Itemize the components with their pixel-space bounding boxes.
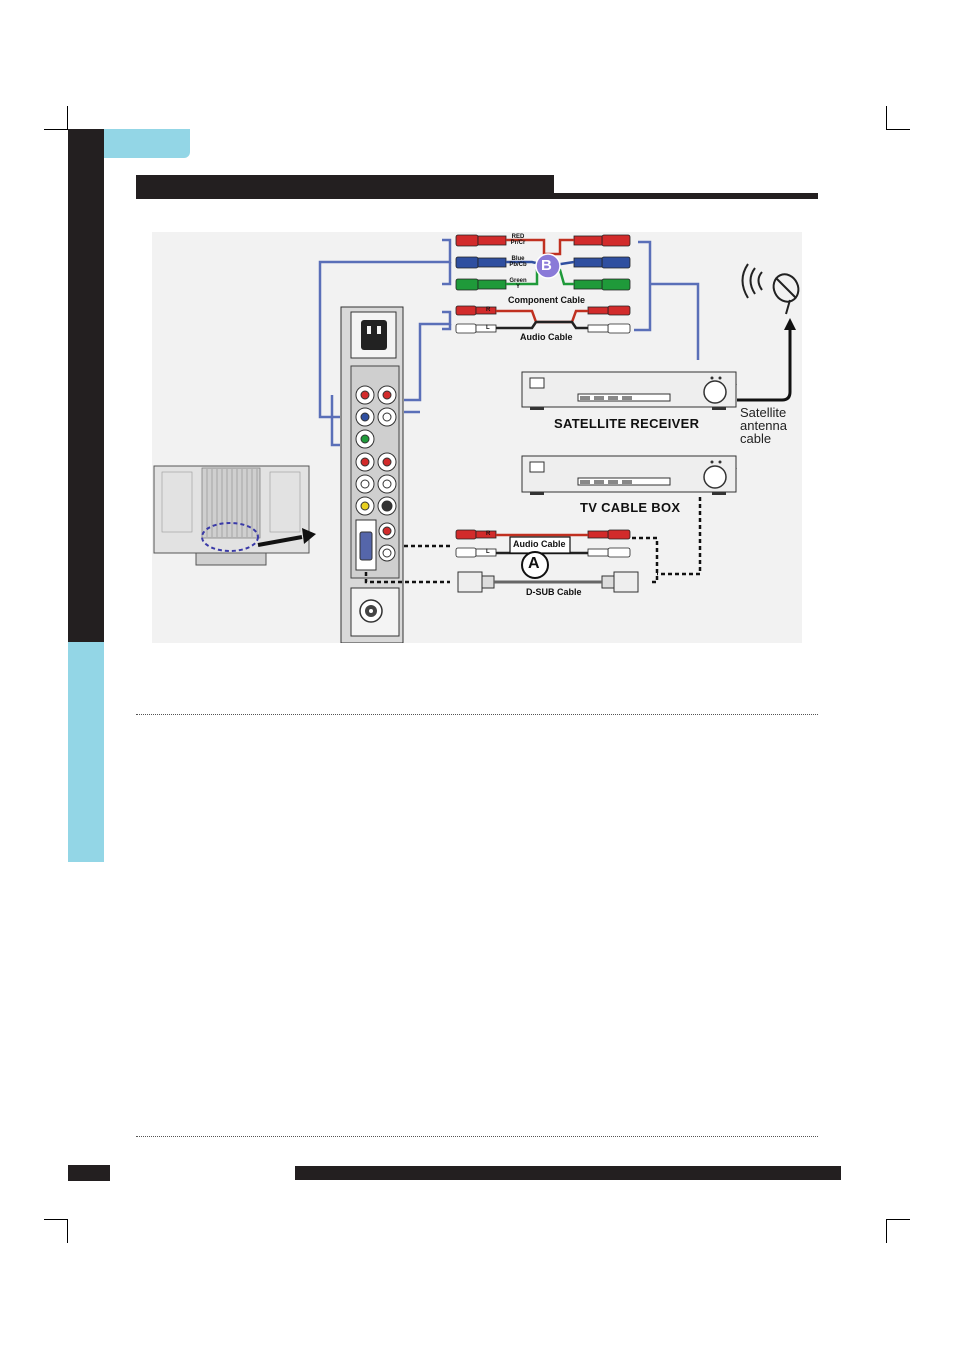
separator-bottom xyxy=(136,1136,818,1137)
crop-mark-bl-h xyxy=(44,1219,68,1220)
crop-mark-tr-v xyxy=(886,106,887,130)
footer-page-block xyxy=(68,1165,110,1181)
side-bar-light xyxy=(68,642,104,862)
audio-r-top: R xyxy=(486,307,490,313)
connector-panel xyxy=(341,307,403,643)
plug-label-blue-line2: Pb/Cb xyxy=(509,262,526,268)
crop-mark-br-v xyxy=(886,1219,887,1243)
audio-cable-top-wires xyxy=(496,311,588,328)
crop-mark-tr-h xyxy=(886,129,910,130)
crop-mark-br-h xyxy=(886,1219,910,1220)
audio-cable-top-label: Audio Cable xyxy=(520,332,573,342)
dsub-cable-label: D-SUB Cable xyxy=(526,587,582,597)
component-cable-label: Component Cable xyxy=(508,295,585,305)
crop-mark-bl-v xyxy=(67,1219,68,1243)
header-bar-thick xyxy=(136,175,554,199)
tv-cable-box-label: TV CABLE BOX xyxy=(580,500,680,515)
marker-a: A xyxy=(528,555,540,573)
satellite-receiver-device xyxy=(522,372,736,410)
antenna-cable xyxy=(737,327,790,400)
antenna-cable-arrow xyxy=(784,318,796,330)
audio-cable-bottom-label: Audio Cable xyxy=(513,539,566,549)
satellite-dish xyxy=(743,264,803,314)
satellite-cable-label-line3: cable xyxy=(740,432,771,445)
separator-top xyxy=(136,714,818,715)
tv-cable-box-device xyxy=(522,456,736,495)
crop-mark-tl-v xyxy=(67,106,68,130)
audio-l-bottom: L xyxy=(486,549,490,555)
audio-l-top: L xyxy=(486,325,490,331)
marker-b: B xyxy=(541,257,552,274)
footer-bar xyxy=(295,1166,841,1180)
audio-r-bottom: R xyxy=(486,531,490,537)
diagram-graphics xyxy=(152,232,802,643)
audio-cable-top xyxy=(456,306,630,333)
side-bar-dark xyxy=(68,129,104,642)
header-bar-line xyxy=(554,193,818,199)
plug-label-green-line2: Y xyxy=(516,284,520,290)
top-tab-light xyxy=(104,129,190,158)
satellite-receiver-label: SATELLITE RECEIVER xyxy=(554,416,699,431)
tv-monitor-back xyxy=(154,466,316,565)
plug-label-red-line2: Pr/Cr xyxy=(511,240,526,246)
crop-mark-tl-h xyxy=(44,129,68,130)
